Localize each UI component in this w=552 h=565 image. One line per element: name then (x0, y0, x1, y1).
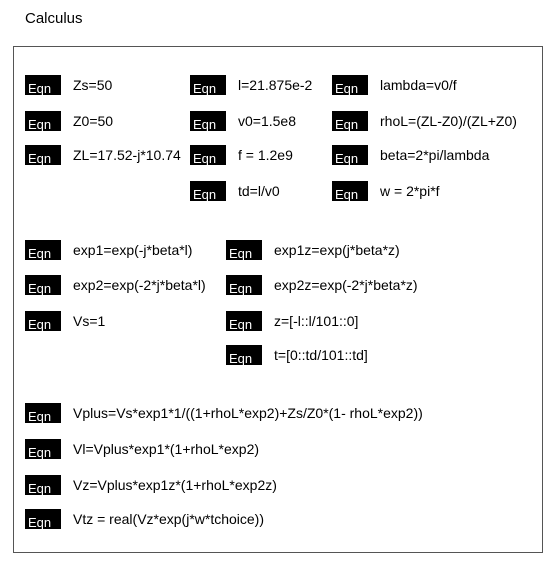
equation-text: v0=1.5e8 (238, 113, 296, 129)
eqn-badge: Eqn (226, 345, 262, 365)
equation-text: exp2z=exp(-2*j*beta*z) (274, 277, 418, 293)
equation-f[interactable]: Eqn f = 1.2e9 (190, 145, 293, 165)
equation-zs[interactable]: Eqn Zs=50 (25, 75, 112, 95)
equation-vplus[interactable]: Eqn Vplus=Vs*exp1*1/((1+rhoL*exp2)+Zs/Z0… (25, 403, 423, 423)
equation-text: Vplus=Vs*exp1*1/((1+rhoL*exp2)+Zs/Z0*(1-… (73, 405, 423, 421)
equation-text: beta=2*pi/lambda (380, 147, 490, 163)
equation-text: exp1z=exp(j*beta*z) (274, 242, 400, 258)
equation-zl[interactable]: Eqn ZL=17.52-j*10.74 (25, 145, 181, 165)
equation-exp2z[interactable]: Eqn exp2z=exp(-2*j*beta*z) (226, 275, 418, 295)
eqn-badge: Eqn (25, 475, 61, 495)
equation-text: w = 2*pi*f (380, 183, 440, 199)
eqn-badge: Eqn (25, 145, 61, 165)
equation-text: f = 1.2e9 (238, 147, 293, 163)
equation-v0[interactable]: Eqn v0=1.5e8 (190, 111, 296, 131)
equation-exp2[interactable]: Eqn exp2=exp(-2*j*beta*l) (25, 275, 206, 295)
equation-text: lambda=v0/f (380, 77, 457, 93)
equation-text: Vs=1 (73, 313, 106, 329)
equation-text: Zs=50 (73, 77, 113, 93)
eqn-badge: Eqn (25, 439, 61, 459)
equation-text: rhoL=(ZL-Z0)/(ZL+Z0) (380, 113, 517, 129)
eqn-badge: Eqn (25, 509, 61, 529)
equation-text: ZL=17.52-j*10.74 (73, 147, 181, 163)
equation-rhol[interactable]: Eqn rhoL=(ZL-Z0)/(ZL+Z0) (332, 111, 517, 131)
equation-vs[interactable]: Eqn Vs=1 (25, 311, 105, 331)
eqn-badge: Eqn (190, 181, 226, 201)
equation-lambda[interactable]: Eqn lambda=v0/f (332, 75, 457, 95)
window-title: Calculus (25, 10, 83, 27)
equation-text: td=l/v0 (238, 183, 280, 199)
equation-vl[interactable]: Eqn Vl=Vplus*exp1*(1+rhoL*exp2) (25, 439, 259, 459)
eqn-badge: Eqn (25, 275, 61, 295)
eqn-badge: Eqn (332, 145, 368, 165)
eqn-badge: Eqn (190, 145, 226, 165)
equation-l[interactable]: Eqn l=21.875e-2 (190, 75, 312, 95)
eqn-badge: Eqn (226, 275, 262, 295)
eqn-badge: Eqn (25, 403, 61, 423)
equation-z[interactable]: Eqn z=[-l::l/101::0] (226, 311, 358, 331)
eqn-badge: Eqn (332, 75, 368, 95)
equation-text: Vz=Vplus*exp1z*(1+rhoL*exp2z) (73, 477, 277, 493)
eqn-badge: Eqn (332, 111, 368, 131)
equation-beta[interactable]: Eqn beta=2*pi/lambda (332, 145, 489, 165)
eqn-badge: Eqn (226, 311, 262, 331)
equation-text: Z0=50 (73, 113, 114, 129)
equation-vz[interactable]: Eqn Vz=Vplus*exp1z*(1+rhoL*exp2z) (25, 475, 277, 495)
equation-w[interactable]: Eqn w = 2*pi*f (332, 181, 440, 201)
equation-text: l=21.875e-2 (238, 77, 313, 93)
equation-text: t=[0::td/101::td] (274, 347, 368, 363)
equation-z0[interactable]: Eqn Z0=50 (25, 111, 113, 131)
eqn-badge: Eqn (190, 111, 226, 131)
eqn-badge: Eqn (190, 75, 226, 95)
equation-exp1z[interactable]: Eqn exp1z=exp(j*beta*z) (226, 240, 400, 260)
equation-td[interactable]: Eqn td=l/v0 (190, 181, 280, 201)
equation-text: exp1=exp(-j*beta*l) (73, 242, 193, 258)
equation-text: Vtz = real(Vz*exp(j*w*tchoice)) (73, 511, 265, 527)
eqn-badge: Eqn (332, 181, 368, 201)
equation-text: exp2=exp(-2*j*beta*l) (73, 277, 206, 293)
equation-exp1[interactable]: Eqn exp1=exp(-j*beta*l) (25, 240, 192, 260)
eqn-badge: Eqn (25, 240, 61, 260)
equation-text: z=[-l::l/101::0] (274, 313, 359, 329)
equation-text: Vl=Vplus*exp1*(1+rhoL*exp2) (73, 441, 260, 457)
eqn-badge: Eqn (25, 311, 61, 331)
equation-vtz[interactable]: Eqn Vtz = real(Vz*exp(j*w*tchoice)) (25, 509, 264, 529)
equation-panel: Eqn Zs=50 Eqn Z0=50 Eqn ZL=17.52-j*10.74… (13, 46, 543, 553)
eqn-badge: Eqn (25, 75, 61, 95)
eqn-badge: Eqn (25, 111, 61, 131)
eqn-badge: Eqn (226, 240, 262, 260)
equation-t[interactable]: Eqn t=[0::td/101::td] (226, 345, 368, 365)
